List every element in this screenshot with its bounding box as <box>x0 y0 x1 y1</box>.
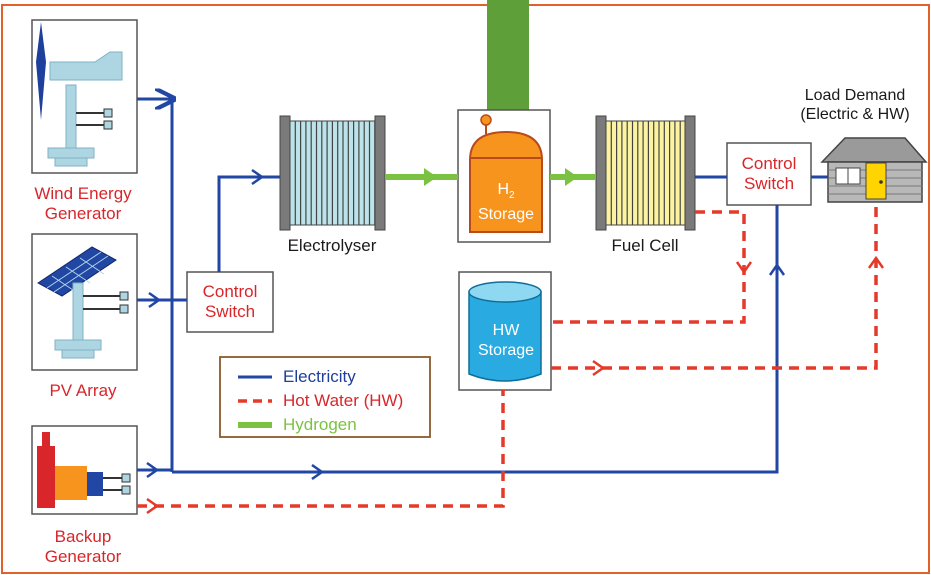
control-switch-left-label: Control Switch <box>187 282 273 322</box>
load-demand-line1: Load Demand <box>804 87 906 104</box>
pv-array <box>31 233 138 371</box>
control-switch-right-box <box>726 142 812 206</box>
backup-generator <box>31 425 138 515</box>
hw-storage-label: HW Storage <box>470 321 542 361</box>
wind-generator-label: Wind Energy Generator <box>18 184 148 224</box>
house-icon <box>820 137 928 203</box>
turbine-blade-icon <box>36 22 46 120</box>
h2-storage-text: Storage <box>477 206 535 224</box>
wind-label-line1: Wind Energy <box>34 184 132 203</box>
engine-icon <box>37 446 55 508</box>
hw-storage-line1: HW <box>492 322 520 339</box>
load-demand-label: Load Demand (Electric & HW) <box>780 86 930 124</box>
hydrogen-arrow-2 <box>565 168 578 186</box>
legend-electricity-label: Electricity <box>283 367 356 386</box>
backup-label-line2: Generator <box>44 547 122 566</box>
legend-hot-water-label: Hot Water (HW) <box>283 391 404 410</box>
load-demand-line2: (Electric & HW) <box>800 106 910 123</box>
h2-storage <box>457 109 551 243</box>
wind-energy-generator <box>31 19 138 174</box>
control-switch-left-line1: Control <box>202 282 258 301</box>
control-switch-right-label: Control Switch <box>727 154 811 194</box>
control-switch-left-box <box>186 271 274 333</box>
electrolyser <box>279 115 386 231</box>
hw-storage-line2: Storage <box>477 342 535 359</box>
hydrogen-arrow-1 <box>424 168 437 186</box>
control-switch-left-line2: Switch <box>204 302 256 321</box>
h2-vent-pipe <box>487 0 529 110</box>
h2-symbol: H2 <box>497 181 515 202</box>
fuel-cell <box>595 115 696 231</box>
control-switch-right-line1: Control <box>741 154 797 173</box>
water-tank-icon <box>468 291 542 382</box>
hw-storage <box>458 271 552 391</box>
backup-label-line1: Backup <box>54 527 112 546</box>
h2-storage-label: H2 Storage <box>470 180 542 224</box>
pv-array-label: PV Array <box>49 381 117 400</box>
hot-water-arrows <box>146 255 885 515</box>
outer-frame <box>1 4 930 574</box>
legend-hydrogen-label: Hydrogen <box>283 415 357 434</box>
electricity-lines <box>137 99 828 481</box>
backup-generator-label: Backup Generator <box>18 527 148 567</box>
wind-label-line2: Generator <box>44 204 122 223</box>
electrolyser-label: Electrolyser <box>287 236 377 255</box>
fuel-cell-label: Fuel Cell <box>611 236 679 255</box>
control-switch-right-line2: Switch <box>743 174 795 193</box>
